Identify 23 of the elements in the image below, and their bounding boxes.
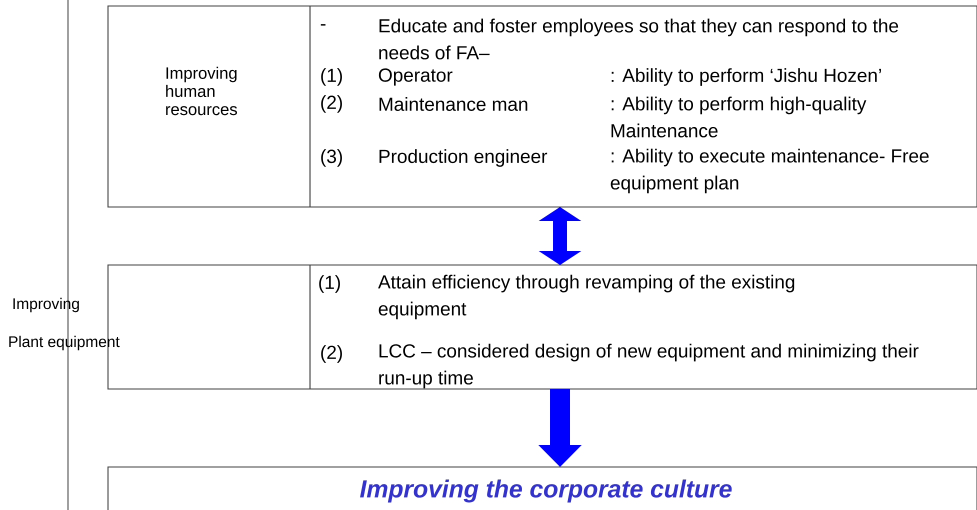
box-label: Improving human resources (166, 66, 237, 116)
list-item: Educate and foster employees so that they can respond to the needs of FA– (379, 18, 898, 60)
label-box (9, 264, 311, 390)
description: : Ability to perform ‘Jishu Hozen’ (612, 68, 881, 86)
list-item: Operator (378, 68, 452, 86)
list-bullet: - (320, 24, 326, 26)
block-arrow (538, 207, 582, 265)
text-box (309, 264, 977, 390)
description: : Ability to perform high-quality Maintenance (612, 96, 866, 138)
list-item: Attain efficiency through revamping of the existing equipment (378, 274, 794, 320)
title-text: Improving the corporate culture (360, 480, 732, 502)
list-item: Production engineer (380, 149, 548, 167)
label-box (107, 5, 311, 208)
result-box (107, 466, 977, 510)
list-number: (3) (321, 149, 342, 167)
list-item: LCC – considered design of new equipment and minimizing their run-up time (379, 344, 918, 388)
description: : Ability to execute maintenance- Free equipment plan (610, 148, 929, 194)
list-number: (2) (321, 345, 342, 363)
list-number: (2) (321, 95, 342, 113)
list-number: (1) (319, 275, 340, 293)
list-item: Maintenance man (380, 97, 528, 111)
list-number: (1) (321, 68, 342, 86)
text-box (309, 5, 977, 208)
